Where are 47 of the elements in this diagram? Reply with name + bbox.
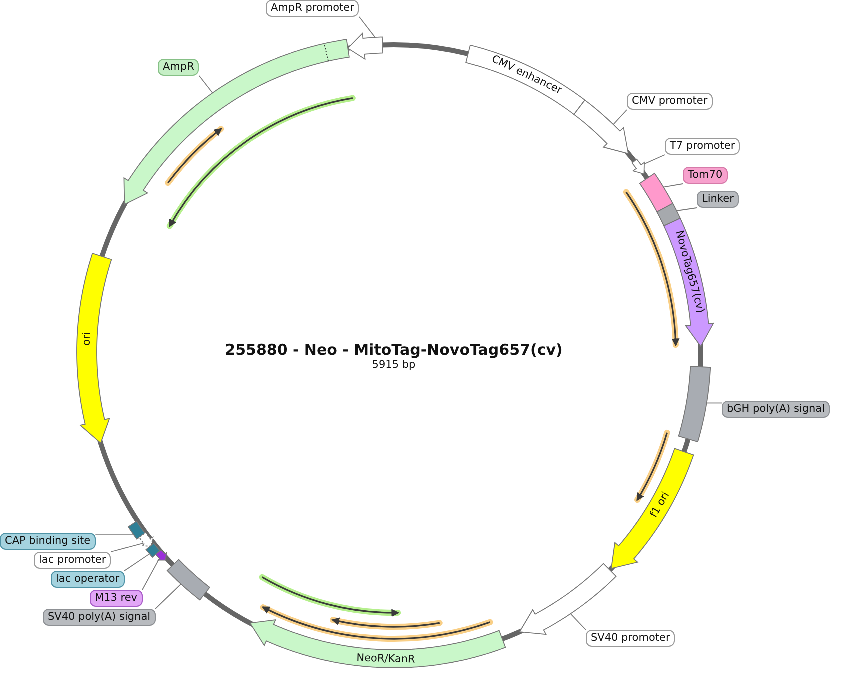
leader-line xyxy=(110,542,144,552)
feature-block xyxy=(638,171,675,214)
directional-feature xyxy=(662,216,716,349)
leader-line xyxy=(570,614,586,630)
feature-block xyxy=(464,43,587,117)
feature-label: T7 promoter xyxy=(665,138,740,155)
directional-feature xyxy=(572,98,630,156)
feature-label: Linker xyxy=(697,191,739,208)
leader-line xyxy=(359,16,376,38)
directional-feature xyxy=(137,531,155,548)
feature-block xyxy=(655,202,682,228)
leader-line xyxy=(124,554,150,572)
feature-name: ori xyxy=(81,332,94,346)
feature-label: M13 rev xyxy=(90,590,143,607)
map-title: 255880 - Neo - MitoTag-NovoTag657(cv) xyxy=(225,341,563,359)
feature-label: CAP binding site xyxy=(0,533,96,550)
directional-feature xyxy=(346,32,385,61)
leader-line xyxy=(663,184,684,188)
feature-label: lac promoter xyxy=(34,552,112,569)
directional-feature xyxy=(154,548,169,562)
leader-line xyxy=(706,402,722,404)
feature-block xyxy=(127,520,147,541)
feature-block xyxy=(165,558,212,602)
leader-line xyxy=(613,110,628,126)
feature-label: SV40 poly(A) signal xyxy=(43,609,156,626)
feature-label: lac operator xyxy=(51,571,125,588)
leader-line xyxy=(95,534,134,535)
directional-feature xyxy=(630,157,647,176)
feature-label: Tom70 xyxy=(683,167,728,184)
leader-line xyxy=(198,76,214,94)
leader-line xyxy=(155,584,182,610)
feature-name: f1 ori xyxy=(648,490,672,520)
directional-feature xyxy=(248,618,508,670)
feature-block xyxy=(677,365,713,444)
feature-label: CMV promoter xyxy=(627,93,713,110)
directional-feature xyxy=(122,38,351,207)
directional-feature xyxy=(609,447,696,571)
leader-line xyxy=(676,208,698,212)
feature-label: AmpR promoter xyxy=(266,0,360,17)
feature-block xyxy=(144,542,162,559)
feature-label: bGH poly(A) signal xyxy=(722,401,830,418)
feature-name: NeoR/KanR xyxy=(356,652,416,666)
sequence-length: 5915 bp xyxy=(372,359,416,372)
feature-label: SV40 promoter xyxy=(586,630,676,647)
feature-label: AmpR xyxy=(158,59,200,76)
directional-feature xyxy=(75,252,114,445)
leader-line xyxy=(142,558,160,590)
